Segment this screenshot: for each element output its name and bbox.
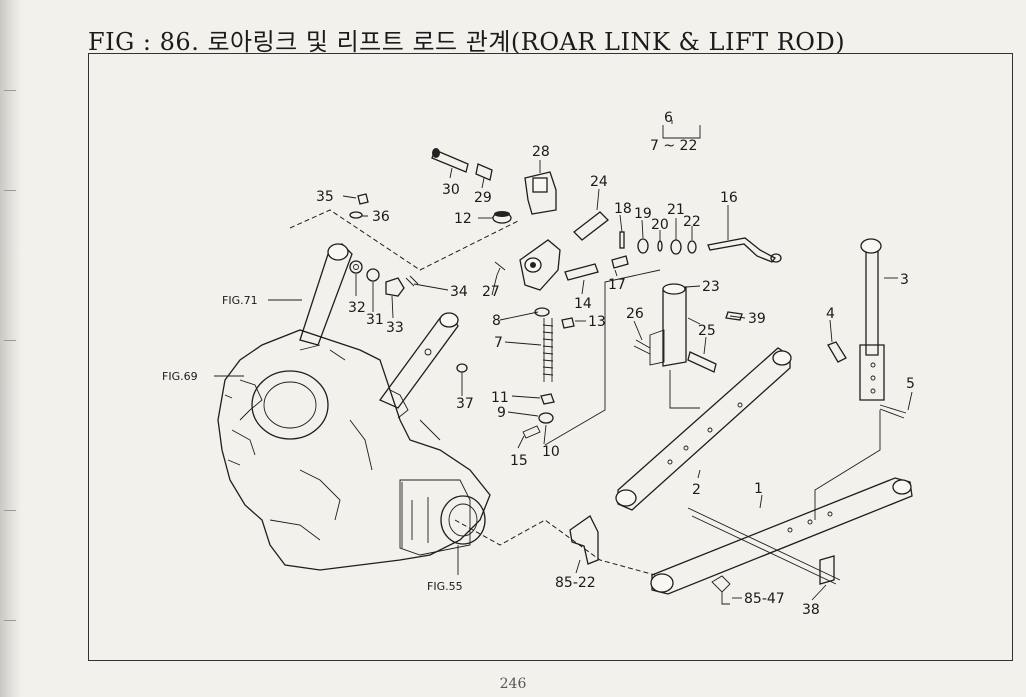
assembly-boundary-upper [289,209,521,271]
callout-3: 3 [900,272,909,288]
callout-37: 37 [456,396,474,412]
callout-8: 8 [492,313,501,329]
callout-25: 25 [698,323,716,339]
callout-29: 29 [474,190,492,206]
callout-17: 17 [608,277,626,293]
callout-5: 5 [906,376,915,392]
assembly-boundary-lower [454,519,656,576]
callout-6: 6 [664,110,673,126]
fig-ref-55: FIG.55 [427,580,463,593]
callout-15: 15 [510,453,528,469]
scan-binding-edge [0,0,22,697]
callout-38: 38 [802,602,820,618]
leader-lines [214,120,913,601]
lift-rod-assembly [349,148,782,439]
transmission-housing [217,329,491,571]
callout-10: 10 [542,444,560,460]
callout-30: 30 [442,182,460,198]
callout-85-22: 85-22 [555,575,596,591]
bracket-85-22 [569,515,599,565]
lower-link-1 [650,477,913,595]
lift-arm-right [378,312,459,409]
callout-21: 21 [667,202,685,218]
callout-6-range: 7 ~ 22 [650,138,697,154]
stabilizer-38 [819,555,835,585]
callout-labels: 6 7 ~ 22 28 24 30 29 12 35 36 18 19 20 2… [162,110,915,618]
callout-13: 13 [588,314,606,330]
callout-11: 11 [491,390,509,406]
callout-7: 7 [494,335,503,351]
callout-14: 14 [574,296,592,312]
callout-19: 19 [634,206,652,222]
callout-28: 28 [532,144,550,160]
pin-85-47 [711,575,731,605]
callout-12: 12 [454,211,472,227]
callout-34: 34 [450,284,468,300]
callout-36: 36 [372,209,390,225]
callout-22: 22 [683,214,701,230]
callout-35: 35 [316,189,334,205]
callout-27: 27 [482,284,500,300]
fig-ref-69: FIG.69 [162,370,198,383]
pin-4 [827,341,847,363]
callout-18: 18 [614,201,632,217]
callout-20: 20 [651,217,669,233]
lift-rod-3 [859,238,907,419]
callout-9: 9 [497,405,506,421]
page-title: FIG : 86. 로아링크 및 리프트 로드 관계(ROAR LINK & L… [88,28,846,56]
callout-31: 31 [366,312,384,328]
callout-32: 32 [348,300,366,316]
callout-85-47: 85-47 [744,591,785,607]
callout-23: 23 [702,279,720,295]
callout-16: 16 [720,190,738,206]
callout-1: 1 [754,481,763,497]
page-number: 246 [499,676,527,692]
callout-39: 39 [748,311,766,327]
lower-link-2 [615,347,792,511]
callout-26: 26 [626,306,644,322]
callout-4: 4 [826,306,835,322]
callout-33: 33 [386,320,404,336]
fig-ref-71: FIG.71 [222,294,258,307]
lift-arm-left [299,243,353,346]
callout-2: 2 [692,482,701,498]
diagram-frame [88,53,1013,661]
callout-24: 24 [590,174,608,190]
